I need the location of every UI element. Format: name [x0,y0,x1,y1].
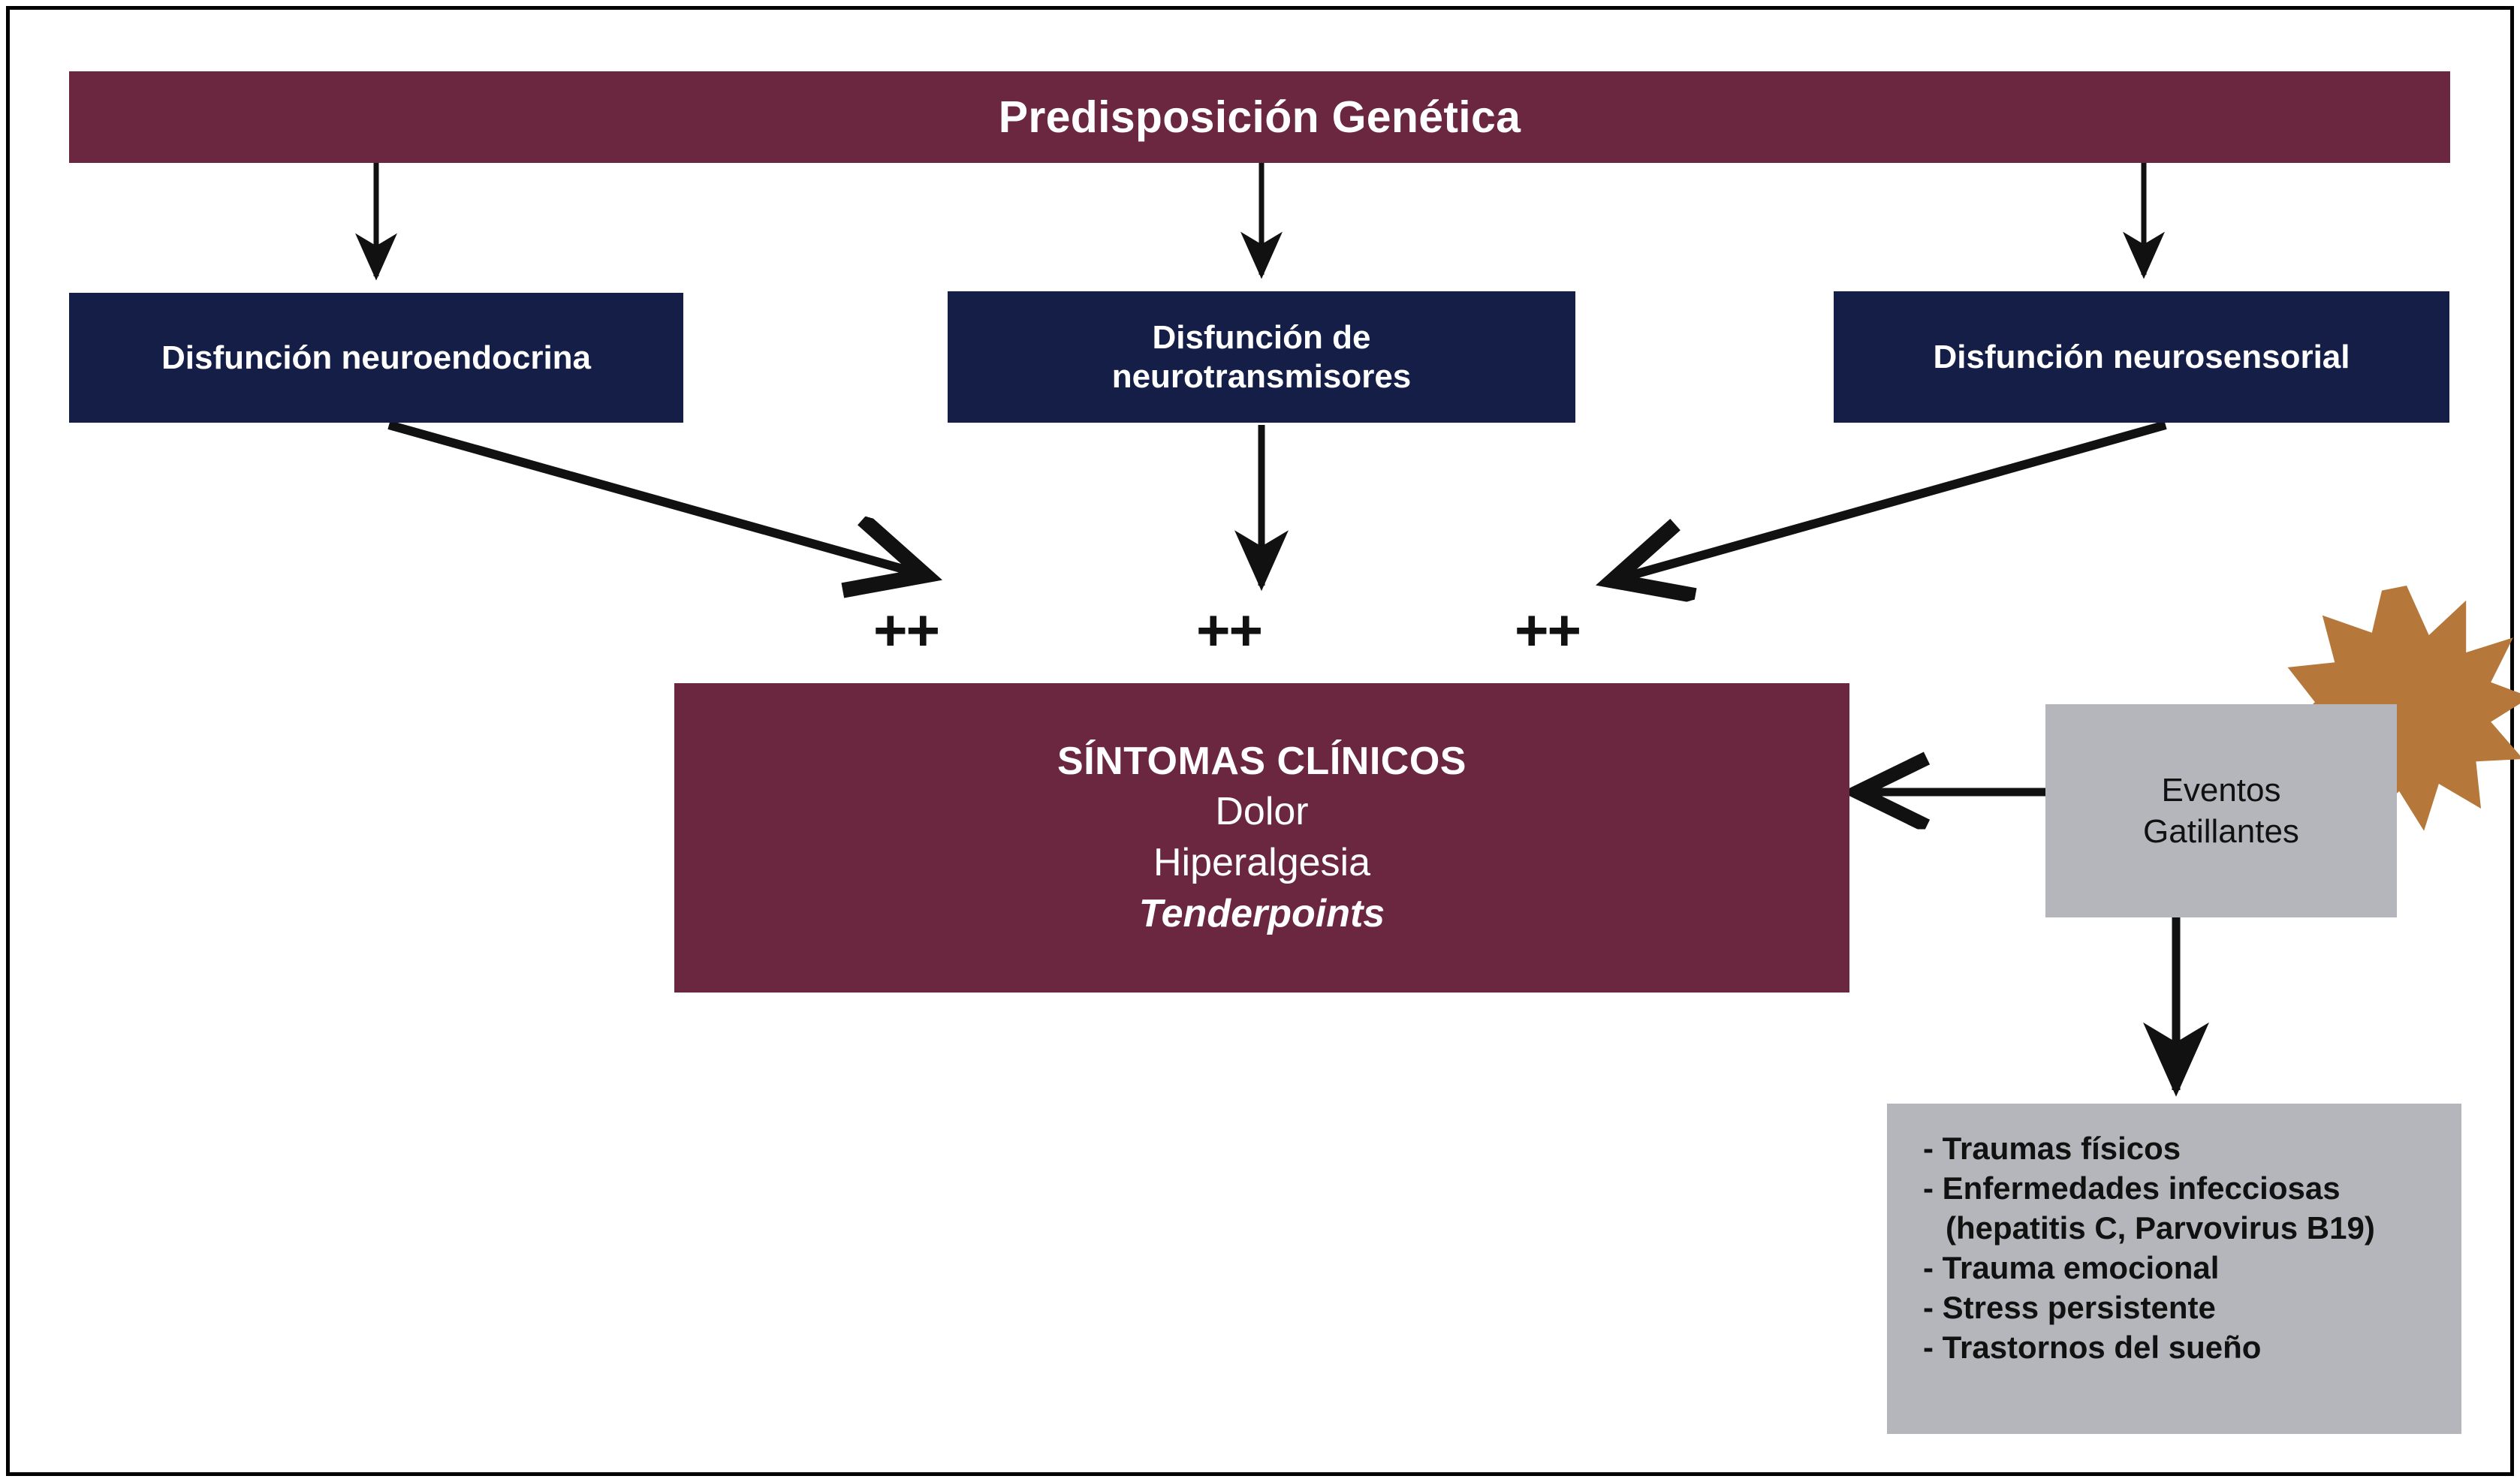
clinical-symptom-item-pain: Dolor [1215,790,1309,834]
list-item: - Enfermedades infecciosas (hepatitis C,… [1923,1170,2375,1246]
modifier-plus-middle: ++ [1196,597,1263,663]
node-trigger-list: - Traumas físicos - Enfermedades infecci… [1887,1104,2461,1434]
node-neurotransmitter-dysfunction-label-line2: neurotransmisores [1111,357,1412,395]
list-item: - Traumas físicos [1923,1131,2181,1166]
outer-frame-border [6,6,2514,1476]
list-item: - Trauma emocional [1923,1249,2220,1285]
arrow-neurosensorial-to-sintomas [1616,420,2167,580]
header-genetic-predisposition-box: Predisposición Genética [69,71,2450,163]
list-item: - Trastornos del sueño [1923,1329,2262,1365]
node-neurotransmitter-dysfunction-label: Disfunción de neurotransmisores [1112,318,1412,396]
trigger-list: - Traumas físicos - Enfermedades infecci… [1923,1129,2440,1367]
node-triggering-events: Eventos Gatillantes [2045,704,2397,917]
node-neurotransmitter-dysfunction-label-line1: Disfunción de [1152,318,1371,356]
list-item: - Stress persistente [1923,1289,2216,1325]
node-neurosensory-dysfunction: Disfunción neurosensorial [1834,291,2449,423]
clinical-symptom-item-tenderpoints: Tenderpoints [1138,891,1385,935]
arrow-neuroendocrina-to-sintomas [387,420,922,574]
node-triggering-events-label-line1: Eventos [2161,771,2281,809]
node-neurosensory-dysfunction-label: Disfunción neurosensorial [1933,338,2350,375]
node-neuroendocrine-dysfunction: Disfunción neuroendocrina [69,293,683,423]
modifier-plus-left: ++ [873,597,940,663]
clinical-symptoms-heading: SÍNTOMAS CLÍNICOS [1057,739,1466,783]
modifier-plus-right: ++ [1515,597,1581,663]
clinical-symptom-item-hyperalgesia: Hiperalgesia [1153,841,1371,884]
node-triggering-events-label-line2: Gatillantes [2143,813,2299,850]
node-clinical-symptoms: SÍNTOMAS CLÍNICOS Dolor Hiperalgesia Ten… [674,683,1849,993]
node-neuroendocrine-dysfunction-label: Disfunción neuroendocrina [161,339,592,376]
page-title: Predisposición Genética [998,92,1521,142]
node-neurotransmitter-dysfunction: Disfunción de neurotransmisores [948,291,1575,423]
